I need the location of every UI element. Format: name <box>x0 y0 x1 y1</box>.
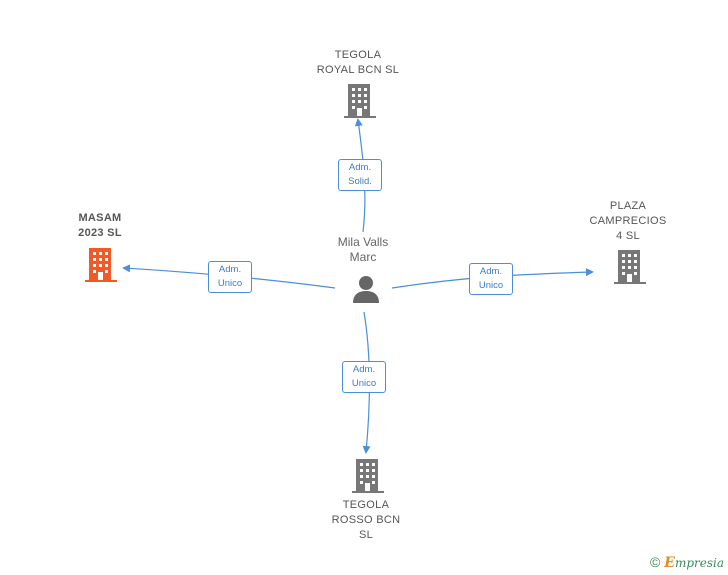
person-label[interactable]: Mila Valls Marc <box>318 235 408 265</box>
building-icon[interactable] <box>352 459 384 493</box>
company-label-plaza-camprecios[interactable]: PLAZA CAMPRECIOS 4 SL <box>578 199 678 244</box>
company-name-line2: ROYAL BCN SL <box>316 64 400 76</box>
person-name-line2: Marc <box>349 250 377 264</box>
footer-brand: ©Empresia <box>650 554 724 571</box>
edge-role: Adm. <box>348 162 372 173</box>
person-icon[interactable] <box>351 274 381 304</box>
company-name-line2: ROSSO BCN <box>331 514 401 526</box>
company-label-tegola-royal[interactable]: TEGOLA ROYAL BCN SL <box>308 48 408 78</box>
edge-role-type: Unico <box>478 280 504 291</box>
company-name-line2: CAMPRECIOS <box>589 215 667 227</box>
company-name-line1: MASAM <box>78 212 122 224</box>
company-name-line2: 2023 SL <box>78 227 122 239</box>
company-name-line1: PLAZA <box>609 200 647 212</box>
company-label-tegola-rosso[interactable]: TEGOLA ROSSO BCN SL <box>318 498 414 543</box>
person-name-line1: Mila Valls <box>337 235 389 249</box>
company-name-line1: TEGOLA <box>334 49 382 61</box>
edge-role-type: Unico <box>217 278 243 289</box>
company-name-line3: SL <box>358 529 374 541</box>
edge-label-right[interactable]: Adm. Unico <box>469 263 513 295</box>
copyright-symbol: © <box>649 554 661 570</box>
edge-role-type: Unico <box>351 378 377 389</box>
company-name-line1: TEGOLA <box>342 499 390 511</box>
edge-role: Adm. <box>218 264 242 275</box>
edge-role: Adm. <box>352 364 376 375</box>
brand-name: mpresia <box>674 556 724 570</box>
edge-label-left[interactable]: Adm. Unico <box>208 261 252 293</box>
edge-label-top[interactable]: Adm. Solid. <box>338 159 382 191</box>
brand-initial: E <box>664 555 675 571</box>
company-label-masam[interactable]: MASAM 2023 SL <box>58 211 142 241</box>
edge-role: Adm. <box>479 266 503 277</box>
building-icon[interactable] <box>614 250 646 284</box>
edge-label-bottom[interactable]: Adm. Unico <box>342 361 386 393</box>
edge-role-type: Solid. <box>348 176 372 187</box>
building-icon-highlighted[interactable] <box>85 248 117 282</box>
company-name-line3: 4 SL <box>616 230 640 242</box>
building-icon[interactable] <box>344 84 376 118</box>
